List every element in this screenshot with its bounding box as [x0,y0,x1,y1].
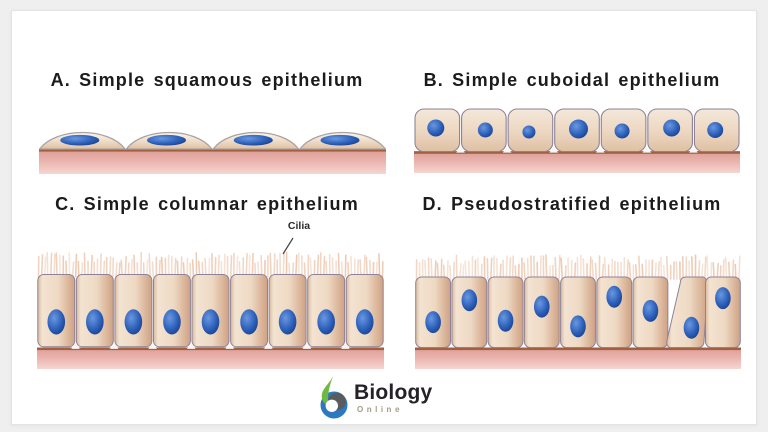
diagram-pseudostratified [415,254,741,369]
figure-card: A. Simple squamous epithelium B. Simple … [11,10,757,425]
logo-subtitle: Online [357,405,403,414]
logo-droplet-icon [320,375,348,419]
cilia-pointer-stroke [282,237,294,255]
cilia-pointer-line [282,237,294,255]
diagram-simple-squamous [39,132,386,174]
logo-leaf [321,375,334,406]
logo-title: Biology [354,381,433,404]
cilia-label: Cilia [287,220,311,232]
diagram-simple-columnar [37,251,384,369]
biology-online-logo: Biology Online [317,375,432,421]
title-simple-columnar: C. Simple columnar epithelium [55,194,359,214]
logo-center-dot [325,399,338,412]
title-simple-squamous: A. Simple squamous epithelium [50,70,364,90]
diagram-simple-cuboidal [414,108,740,173]
title-pseudostratified: D. Pseudostratified epithelium [422,194,722,214]
logo-text: Biology Online [354,382,432,414]
title-simple-cuboidal: B. Simple cuboidal epithelium [423,70,721,90]
